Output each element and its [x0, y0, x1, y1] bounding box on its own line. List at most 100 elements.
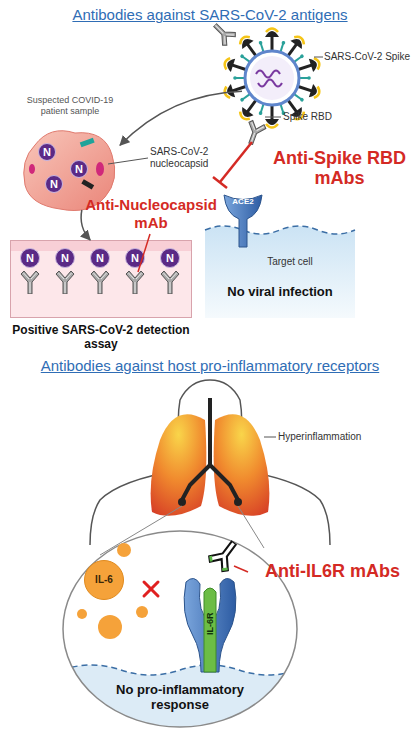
part-label: Hyperinflammation [278, 431, 378, 443]
inset-circle-outline-part [117, 543, 131, 557]
leader-lines-part [264, 437, 276, 438]
target-cell: Target cellNo viral infectionACE2 [205, 222, 355, 318]
node-text: N [160, 248, 180, 268]
virus-particle-outline-part [245, 51, 299, 105]
nucleocapsid-antigen: N [125, 248, 145, 268]
node-text: N [125, 248, 145, 268]
red-leader [138, 234, 150, 272]
target-cell-outline [205, 222, 355, 318]
virus-spikes-part [299, 76, 311, 80]
anti-il6r-antibody [207, 535, 244, 573]
node-text: ACE2 [223, 197, 263, 207]
nucleocapsid-antigen: N [90, 248, 110, 268]
node-text: N [20, 248, 40, 268]
capture-antibodies [21, 271, 179, 294]
virus-particle-outline-part [250, 56, 294, 100]
inset-circle-outline-part [98, 615, 122, 639]
capture-antibodies-part [126, 271, 144, 294]
node-text: N [38, 143, 56, 161]
flow-arrow [81, 210, 90, 240]
node-text: N [70, 160, 88, 178]
assay-well-outline-part [11, 241, 192, 318]
node-text: N [90, 248, 110, 268]
virus-spikes-part [265, 104, 279, 128]
assay-well: Positive SARS-CoV-2 detection assayNNNNN [10, 240, 192, 318]
virus-spikes-part [233, 76, 245, 80]
nucleocapsid-antigen: N [45, 175, 63, 193]
capture-antibodies-part [21, 271, 39, 294]
nucleocapsid-antigen: N [70, 160, 88, 178]
inhibition-line-part [220, 142, 252, 182]
target-cell-outline-part [205, 226, 355, 234]
nucleocapsid-antigen-outline-part [161, 249, 180, 268]
virus-particle-outline [242, 48, 302, 108]
patient-sample-outline-part [29, 164, 35, 174]
leader-lines-part [108, 158, 148, 164]
capture-antibodies-part [91, 271, 109, 294]
lungs-part [182, 398, 238, 500]
leader-lines-part [265, 117, 281, 118]
virus-particle-outline-part [256, 71, 282, 87]
il6-receptor-outline-part [184, 578, 236, 672]
antibody-label: Anti-Spike RBD mAbs [262, 148, 417, 188]
il6-receptor: IL-6R [180, 572, 240, 672]
cytokine-circle: IL-6 [84, 560, 124, 600]
nucleocapsid-antigen-outline-part [126, 249, 145, 268]
node-text: Target cell [245, 256, 335, 268]
ace2-receptor: ACE2 [223, 192, 263, 247]
node-text: SARS-CoV-2 Spike [324, 51, 414, 63]
antibody-label: Anti-Nucleocapsid mAb [78, 196, 224, 232]
lungs-part [178, 498, 186, 506]
inset-circle-outline-part [63, 531, 297, 727]
patient-sample-outline-part [96, 162, 104, 176]
part-label: Spike RBD [283, 111, 353, 123]
part-label: SARS-CoV-2 nucleocapsid [150, 146, 222, 169]
node-text: IL-6 [84, 560, 124, 600]
lungs-part [234, 498, 242, 506]
node-text: Positive SARS-CoV-2 detection assay [10, 323, 192, 351]
neutralizing-antibodies [208, 18, 266, 147]
neutralizing-antibodies-part [242, 120, 267, 148]
node-text: Suspected COVID-19 patient sample [20, 95, 120, 117]
lungs [151, 398, 270, 516]
inset-circle: No pro-inflammatory response IL-6 IL-6R [62, 530, 298, 728]
block-cross-part [144, 582, 158, 596]
inset-circle-outline-part [77, 609, 87, 619]
nucleocapsid-antigen-outline-part [39, 144, 56, 161]
capture-antibodies-part [161, 271, 179, 294]
inhibition-line [213, 142, 252, 188]
virus-spikes-part [265, 29, 279, 53]
antibody-label: Anti-IL6R mAbs [250, 561, 415, 581]
virus-particle: SARS-CoV-2 Spike [242, 48, 302, 108]
cytokine-circle-outline-part [85, 561, 124, 600]
ace2-receptor-outline-part [224, 195, 262, 247]
block-cross [144, 582, 158, 596]
inset-circle-outline-part [136, 606, 148, 618]
lungs-part [151, 414, 207, 516]
nucleocapsid-antigen-outline-part [71, 161, 88, 178]
capture-antibodies-part [56, 271, 74, 294]
red-leader [234, 566, 248, 572]
inhibition-line-part [213, 177, 227, 188]
nucleocapsid-antigen: N [160, 248, 180, 268]
target-cell-outline-part [205, 226, 355, 318]
il6-receptor-outline-part [204, 588, 216, 672]
nucleocapsid-antigen-outline-part [91, 249, 110, 268]
node-text: N [55, 248, 75, 268]
zoom-lines-part [238, 506, 264, 548]
node-text: No viral infection [205, 284, 355, 299]
block-cross-part [144, 582, 158, 596]
patient-sample-outline-part [81, 179, 94, 189]
inset-circle-outline-part-part [62, 665, 298, 675]
body-outline [90, 380, 330, 545]
leader-lines-part [314, 57, 323, 58]
nucleocapsid-antigen: N [38, 143, 56, 161]
node-text: No pro-inflammatory response [92, 682, 268, 712]
nucleocapsid-antigen-outline-part [56, 249, 75, 268]
section-heading: Antibodies against host pro-inflammatory… [0, 357, 420, 374]
lungs-part [214, 414, 270, 516]
section-heading: Antibodies against SARS-CoV-2 antigens [0, 6, 420, 23]
flow-arrow [120, 91, 242, 145]
